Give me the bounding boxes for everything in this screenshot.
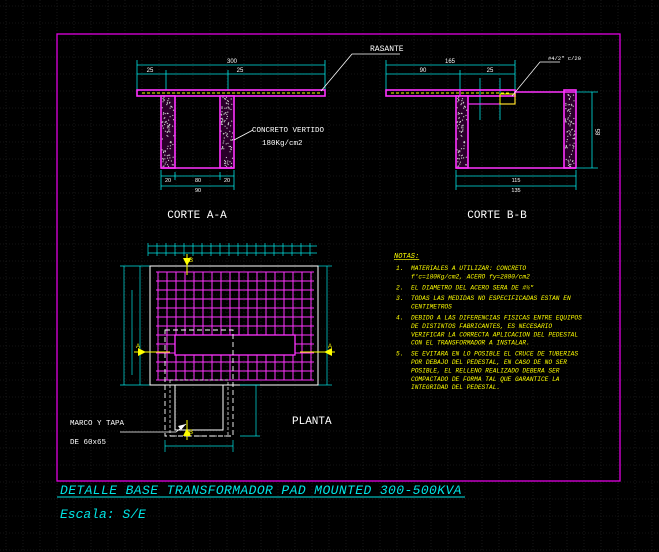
- marco-arrow: [178, 424, 186, 430]
- dimension-left-plan: [120, 265, 150, 386]
- rasante-label: RASANTE: [370, 45, 404, 54]
- drawing-frame: [56, 33, 621, 482]
- note-number: 3.: [396, 295, 403, 302]
- dimension-right-plan: [318, 265, 332, 386]
- notes-block: NOTAS: 1. MATERIALES A UTILIZAR: CONCRETO…: [394, 253, 582, 391]
- section-marker-b-top: B: [183, 254, 193, 275]
- dim-aa-top-right: 25: [237, 68, 244, 74]
- rasante-leader: [320, 53, 400, 92]
- planta-title: PLANTA: [292, 416, 332, 428]
- note-number: 4.: [396, 315, 403, 322]
- dim-bb-bottom-outer: 135: [511, 188, 520, 194]
- wall-right-bb: [563, 89, 577, 169]
- concrete-hatch-aa: [161, 96, 234, 168]
- dim-bb-height: 85: [596, 128, 602, 135]
- section-marker-a-left: A: [134, 344, 170, 356]
- notes-heading: NOTAS:: [394, 253, 419, 261]
- drawing-title: DETALLE BASE TRANSFORMADOR PAD MOUNTED 3…: [60, 483, 462, 498]
- note-line: SE EVITARA EN LO POSIBLE EL CRUCE DE TUB…: [411, 351, 578, 358]
- concreto-label-2: 180Kg/cm2: [262, 140, 303, 148]
- section-b-bottom-label: B: [189, 430, 193, 436]
- dim-bb-top-right: 25: [487, 68, 494, 74]
- corte-bb-title: CORTE B-B: [467, 210, 527, 222]
- dim-aa-bottom-b: 20: [224, 178, 230, 184]
- dim-aa-top-left: 25: [147, 68, 154, 74]
- note-line: DE DISTINTOS FABRICANTES, ES NECESARIO: [411, 323, 552, 330]
- note-line: COMPACTADO DE FORMA TAL QUE GARANTICE LA: [411, 376, 560, 383]
- dimension-pit: [164, 384, 260, 452]
- note-line: POSIBLE, EL RELLENO REALIZADO DEBERA SER: [411, 367, 560, 374]
- dimension-height-bb: [576, 91, 598, 169]
- dimension-bottom-bb: [455, 170, 577, 190]
- dim-bb-top-total: 165: [445, 59, 456, 65]
- note-line: TODAS LAS MEDIDAS NO ESPECIFICADAS ESTAN…: [411, 295, 571, 302]
- dimension-top-plan: [147, 243, 317, 256]
- note-number: 2.: [396, 284, 403, 291]
- dim-bb-bottom-total: 115: [512, 178, 521, 184]
- dim-aa-bottom-w: 90: [195, 188, 201, 194]
- concreto-leader: [233, 129, 254, 141]
- steel-callout-label: #4/2" c/20: [548, 55, 581, 62]
- concreto-label-1: CONCRETO VERTIDO: [252, 127, 325, 135]
- note-line: POR DEBAJO DEL PEDESTAL, EN CASO DE NO S…: [411, 359, 567, 366]
- marco-label-1: MARCO Y TAPA: [70, 420, 125, 428]
- section-bb: 165 90 25 85 115 135 CORTE B-B #4/2" c/2…: [385, 55, 602, 222]
- note-line: CON EL TRANSFORMADOR A INSTALAR.: [411, 340, 530, 347]
- dim-aa-bottom-total: 80: [195, 178, 201, 184]
- note-number: 5.: [396, 351, 403, 358]
- dimension-bottom-aa: [160, 170, 235, 190]
- note-line: CENTIMETROS: [411, 304, 452, 311]
- section-aa: 300 25 25 20 80 20 90 CORTE A-A RASANTE …: [136, 45, 404, 222]
- note-line: INTEGRIDAD DEL PEDESTAL.: [411, 384, 500, 391]
- drawing-scale: Escala: S/E: [60, 507, 146, 522]
- note-number: 1.: [396, 265, 403, 272]
- marco-label-2: DE 60x65: [70, 439, 107, 447]
- plan-opening: [174, 334, 296, 356]
- plan-view: A A B B PLANTA MARCO Y TAPA DE 60x65: [70, 243, 335, 452]
- pit-frame: [174, 384, 224, 431]
- note-line: f'c=180Kg/cm2, ACERO fy=2800/cm2: [411, 273, 530, 280]
- steel-callout-leader: [511, 61, 560, 97]
- section-marker-b-bottom: B: [183, 420, 193, 440]
- pit-lid: [169, 379, 229, 437]
- note-line: EL DIAMETRO DEL ACERO SERA DE #½": [411, 284, 534, 291]
- note-line: DEBIDO A LAS DIFERENCIAS FISICAS ENTRE E…: [411, 315, 582, 322]
- section-b-top-label: B: [189, 258, 193, 264]
- concrete-hatch-bb: [456, 94, 576, 167]
- dimension-top-aa: [136, 60, 326, 90]
- section-a-right-label: A: [328, 344, 332, 350]
- corte-aa-title: CORTE A-A: [167, 210, 227, 222]
- dim-aa-top-total: 300: [227, 59, 238, 65]
- section-marker-a-right: A: [300, 344, 335, 356]
- plan-slab-outline: [149, 265, 319, 386]
- section-a-left-label: A: [136, 344, 140, 350]
- dim-aa-bottom-a: 20: [165, 178, 171, 184]
- note-line: VERIFICAR LA CORRECTA APLICACION DEL PED…: [411, 331, 578, 338]
- steel-angle-bb: [499, 93, 516, 105]
- dim-bb-top-left: 90: [420, 68, 427, 74]
- note-line: MATERIALES A UTILIZAR: CONCRETO: [411, 265, 526, 272]
